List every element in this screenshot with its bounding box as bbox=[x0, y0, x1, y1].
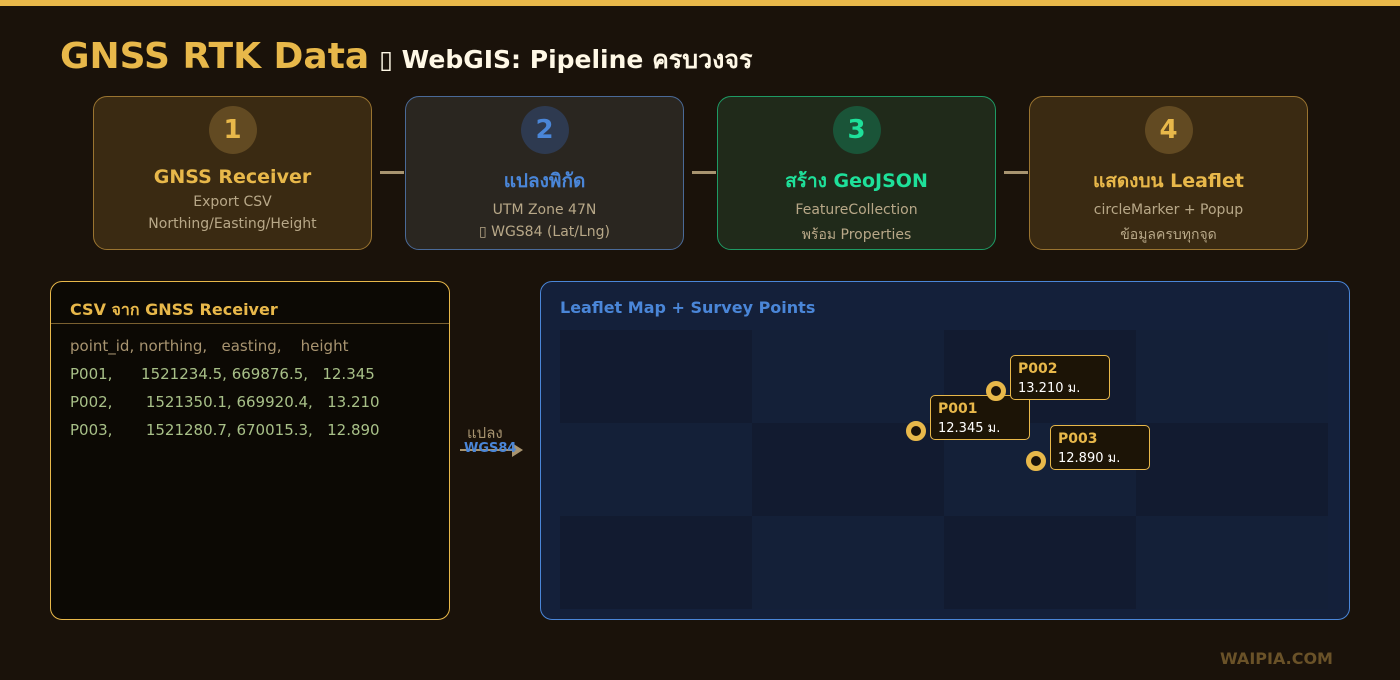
map-tile bbox=[1136, 423, 1328, 516]
connector bbox=[380, 171, 404, 174]
csv-row: P003, 1521280.7, 670015.3, 12.890 bbox=[70, 421, 380, 439]
step-detail: FeatureCollection bbox=[795, 202, 918, 218]
point-name: P001 bbox=[938, 401, 978, 417]
step-detail: ▯ WGS84 (Lat/Lng) bbox=[478, 224, 611, 240]
arrow-head-icon bbox=[512, 443, 523, 457]
popup-p003: P003 12.890 ม. bbox=[1050, 425, 1150, 470]
step-detail: Export CSV bbox=[193, 194, 272, 210]
title-rest: ▯ WebGIS: Pipeline ครบวงจร bbox=[379, 45, 753, 74]
arrow-label: แปลง bbox=[467, 424, 503, 442]
point-name: P003 bbox=[1058, 431, 1098, 447]
step-number: 4 bbox=[1144, 106, 1193, 154]
marker-p002[interactable] bbox=[986, 381, 1006, 401]
point-height: 13.210 ม. bbox=[1018, 381, 1081, 396]
map-tile bbox=[560, 330, 752, 423]
step-detail: circleMarker + Popup bbox=[1093, 202, 1244, 218]
csv-row: P001, 1521234.5, 669876.5, 12.345 bbox=[70, 365, 375, 383]
map-tile bbox=[752, 330, 944, 423]
step-title: แปลงพิกัด bbox=[503, 170, 586, 192]
step-number: 1 bbox=[208, 106, 257, 154]
connector bbox=[692, 171, 716, 174]
connector bbox=[1004, 171, 1028, 174]
map-panel: Leaflet Map + Survey Points P001 12.345 ม… bbox=[540, 281, 1350, 620]
step-title: GNSS Receiver bbox=[153, 166, 312, 188]
step-detail: Northing/Easting/Height bbox=[148, 216, 317, 232]
popup-p001: P001 12.345 ม. bbox=[930, 395, 1030, 440]
map-tile bbox=[560, 516, 752, 609]
csv-row: P002, 1521350.1, 669920.4, 13.210 bbox=[70, 393, 380, 411]
map-tile bbox=[944, 516, 1136, 609]
step-card-4: 4 แสดงบน Leaflet circleMarker + Popup ข้… bbox=[1029, 96, 1308, 250]
arrow-label-wgs84: WGS84 bbox=[464, 441, 517, 456]
map-tile bbox=[1136, 516, 1328, 609]
map-title: Leaflet Map + Survey Points bbox=[560, 298, 816, 317]
map-tile bbox=[560, 423, 752, 516]
step-number: 3 bbox=[832, 106, 881, 154]
csv-title: CSV จาก GNSS Receiver bbox=[51, 282, 449, 324]
step-detail: พร้อม Properties bbox=[801, 227, 912, 243]
step-card-2: 2 แปลงพิกัด UTM Zone 47N ▯ WGS84 (Lat/Ln… bbox=[405, 96, 684, 250]
title-main: GNSS RTK Data bbox=[60, 36, 370, 77]
page-title: GNSS RTK Data ▯ WebGIS: Pipeline ครบวงจร bbox=[60, 36, 752, 80]
step-title: สร้าง GeoJSON bbox=[785, 170, 928, 192]
marker-p003[interactable] bbox=[1026, 451, 1046, 471]
map-tiles[interactable] bbox=[560, 330, 1328, 609]
point-height: 12.890 ม. bbox=[1058, 451, 1121, 466]
popup-p002: P002 13.210 ม. bbox=[1010, 355, 1110, 400]
map-tile bbox=[1136, 330, 1328, 423]
step-detail: UTM Zone 47N bbox=[492, 202, 597, 218]
step-title: แสดงบน Leaflet bbox=[1093, 170, 1244, 192]
point-height: 12.345 ม. bbox=[938, 421, 1001, 436]
marker-p001[interactable] bbox=[906, 421, 926, 441]
footer-brand: WAIPIA.COM bbox=[1220, 649, 1333, 668]
step-card-3: 3 สร้าง GeoJSON FeatureCollection พร้อม … bbox=[717, 96, 996, 250]
point-name: P002 bbox=[1018, 361, 1058, 377]
step-detail: ข้อมูลครบทุกจุด bbox=[1120, 227, 1217, 243]
map-tile bbox=[752, 516, 944, 609]
arrow-line bbox=[460, 449, 514, 451]
csv-panel: CSV จาก GNSS Receiver point_id, northing… bbox=[50, 281, 450, 620]
top-accent-bar bbox=[0, 0, 1400, 6]
step-card-1: 1 GNSS Receiver Export CSV Northing/East… bbox=[93, 96, 372, 250]
csv-header-row: point_id, northing, easting, height bbox=[70, 337, 349, 355]
step-number: 2 bbox=[520, 106, 569, 154]
